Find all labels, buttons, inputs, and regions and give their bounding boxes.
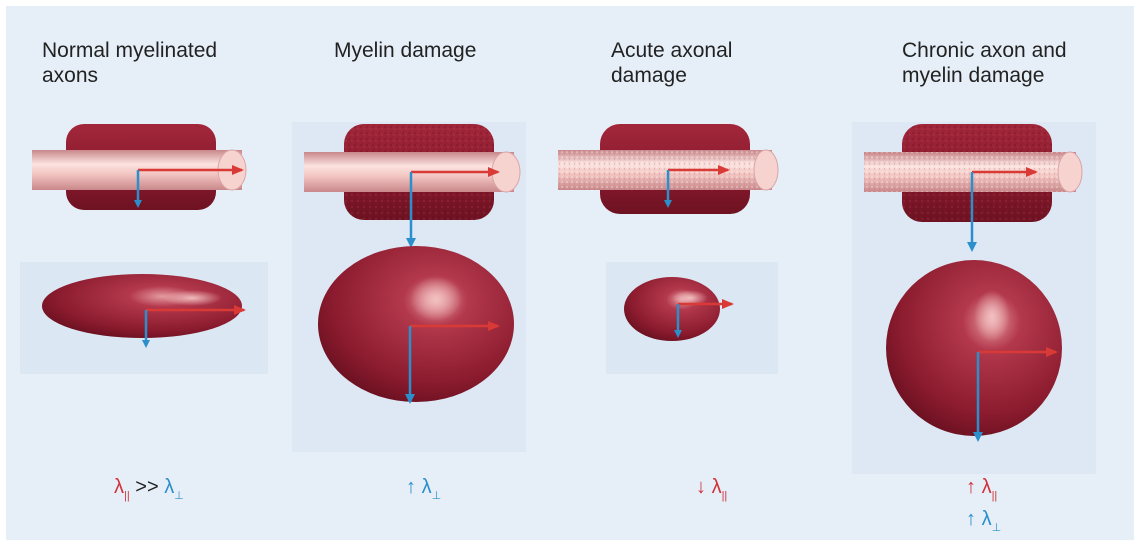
- parallel-subscript: ||: [992, 490, 998, 502]
- lambda-parallel: λ: [114, 476, 124, 498]
- parallel-subscript: ||: [124, 490, 130, 502]
- much-greater-than: >>: [135, 476, 158, 498]
- diffusion-ellipsoid-icon: [42, 274, 242, 338]
- diagram-graphics: [6, 6, 1134, 540]
- lambda-perpendicular: λ: [422, 476, 432, 498]
- diffusion-ellipsoid-icon: [624, 277, 720, 341]
- up-arrow-icon: ↑: [966, 476, 976, 498]
- panel-normal: [20, 124, 268, 374]
- panel-myelin-damage: [292, 122, 526, 452]
- up-arrow-icon: ↑: [966, 508, 976, 530]
- panel-chronic: [852, 122, 1096, 474]
- down-arrow-icon: ↓: [696, 476, 706, 498]
- formula-myelin-damage: ↑ λ⊥: [406, 476, 441, 502]
- lambda-perpendicular: λ: [982, 508, 992, 530]
- formula-normal: λ|| >> λ⊥: [114, 476, 184, 502]
- lambda-perpendicular: λ: [164, 476, 174, 498]
- diffusion-sphere-icon: [886, 260, 1062, 436]
- lambda-parallel: λ: [712, 476, 722, 498]
- dti-diffusion-figure: Normal myelinated axons Myelin damage Ac…: [6, 6, 1134, 540]
- formula-acute-axonal: ↓ λ||: [696, 476, 727, 502]
- formula-chronic-parallel: ↑ λ||: [966, 476, 997, 502]
- perpendicular-subscript: ⊥: [992, 522, 1002, 534]
- formula-chronic-perpendicular: ↑ λ⊥: [966, 508, 1001, 534]
- lambda-parallel: λ: [982, 476, 992, 498]
- diffusion-ellipsoid-icon: [318, 246, 514, 402]
- panel-acute-axonal: [558, 124, 778, 374]
- up-arrow-icon: ↑: [406, 476, 416, 498]
- parallel-subscript: ||: [722, 490, 728, 502]
- perpendicular-subscript: ⊥: [174, 490, 184, 502]
- perpendicular-subscript: ⊥: [432, 490, 442, 502]
